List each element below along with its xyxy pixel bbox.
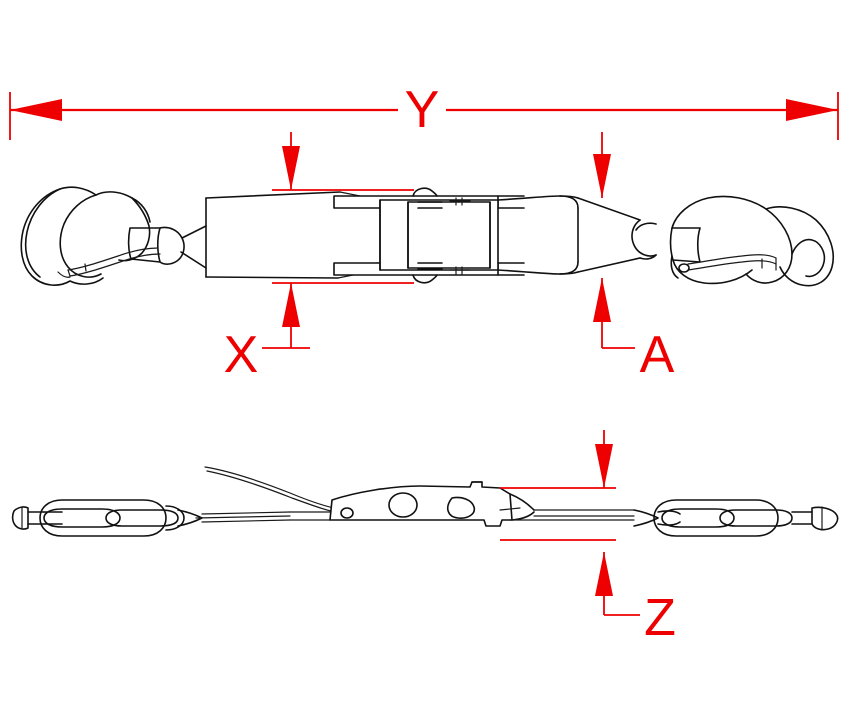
dimension-Y-arrow-right — [786, 99, 838, 121]
dimension-label-A: A — [640, 326, 675, 384]
webbing-left-side — [204, 466, 345, 521]
dimension-label-Z: Z — [644, 589, 676, 647]
dimension-A: A — [593, 132, 675, 384]
dimension-X: X — [224, 132, 414, 384]
dimension-label-Y: Y — [405, 81, 440, 139]
dimension-label-X: X — [224, 326, 259, 384]
ratchet-mechanism-top — [333, 187, 525, 284]
snap-hook-right-top — [631, 195, 834, 287]
top-view-group — [20, 186, 834, 287]
side-view-group — [11, 466, 839, 537]
dimension-Y: Y — [9, 81, 839, 140]
snap-hook-right-side — [633, 499, 839, 537]
webbing-right-side — [499, 507, 635, 521]
webbing-right-top — [497, 195, 641, 275]
snap-hook-left-top — [20, 186, 207, 286]
dimension-Z-arrow-lower — [595, 552, 613, 596]
dimension-Y-arrow-left — [10, 99, 62, 121]
dimension-A-arrow-upper — [593, 154, 611, 198]
ratchet-mechanism-side — [329, 481, 535, 527]
dimension-X-arrow-lower — [282, 283, 300, 327]
dimension-Z: Z — [500, 430, 676, 647]
snap-hook-left-side — [11, 499, 291, 537]
dimension-A-arrow-lower — [593, 278, 611, 322]
dimension-X-arrow-upper — [282, 146, 300, 190]
dimension-Z-arrow-upper — [595, 444, 613, 488]
